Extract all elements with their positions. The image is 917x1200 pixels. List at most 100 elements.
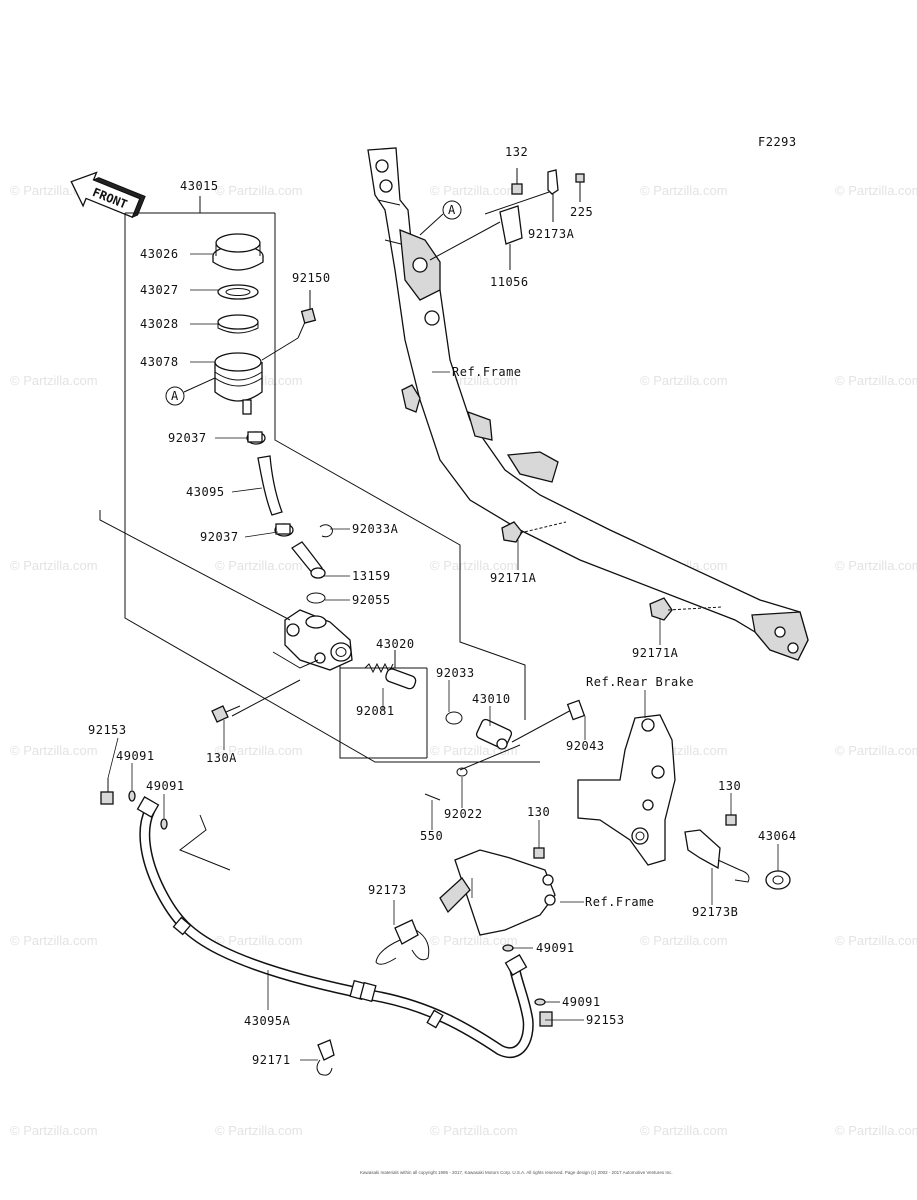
watermark-text: © Partzilla.com	[10, 933, 98, 948]
marker-a-right: A	[442, 200, 462, 220]
o-ring-part	[306, 592, 326, 604]
label-43078: 43078	[140, 355, 179, 369]
watermark-text: © Partzilla.com	[640, 1123, 728, 1138]
copyright-text: Kawasaki materials within all copyright …	[360, 1170, 673, 1175]
bracket-92173B-part	[684, 829, 721, 870]
label-49091-3: 49091	[536, 941, 575, 955]
banjo-bolt-lower-part	[539, 1011, 553, 1027]
label-ref-rear-brake: Ref.Rear Brake	[586, 675, 694, 689]
watermark-text: © Partzilla.com	[215, 743, 303, 758]
label-92033: 92033	[436, 666, 475, 680]
watermark-text: © Partzilla.com	[640, 373, 728, 388]
watermark-text: © Partzilla.com	[430, 1123, 518, 1138]
label-92055: 92055	[352, 593, 391, 607]
label-92037-upper: 92037	[168, 431, 207, 445]
brake-hose-part	[139, 807, 534, 1059]
watermark-text: © Partzilla.com	[835, 1123, 917, 1138]
label-43015: 43015	[180, 179, 219, 193]
label-43095A: 43095A	[244, 1014, 291, 1028]
diaphragm-part	[217, 284, 259, 300]
watermark-text: © Partzilla.com	[835, 558, 917, 573]
fitting-13159-part	[291, 541, 323, 576]
label-92173A: 92173A	[528, 227, 575, 241]
frame-part	[367, 147, 809, 661]
circlip-92033A-part	[319, 524, 333, 538]
watermark-text: © Partzilla.com	[430, 558, 518, 573]
bolt-92150-part	[297, 307, 317, 339]
clip-92171A-upper-part	[501, 521, 523, 543]
cotter-pin-part	[424, 793, 441, 801]
watermark-text: © Partzilla.com	[835, 743, 917, 758]
leader-lines	[107, 253, 779, 1061]
label-43027: 43027	[140, 283, 179, 297]
label-ref-frame-lower: Ref.Frame	[585, 895, 655, 909]
label-550: 550	[420, 829, 443, 843]
pin-92043-part	[566, 699, 586, 721]
banjo-lower-part	[504, 954, 528, 976]
label-43064: 43064	[758, 829, 797, 843]
label-43095: 43095	[186, 485, 225, 499]
svg-text:A: A	[448, 203, 456, 217]
label-92153-upper: 92153	[88, 723, 127, 737]
circlip-92033-part	[445, 711, 463, 725]
watermark-text: © Partzilla.com	[430, 743, 518, 758]
watermark-text: © Partzilla.com	[835, 373, 917, 388]
clip-92171-part	[316, 1039, 335, 1076]
label-92173: 92173	[368, 883, 407, 897]
label-92153-lower: 92153	[586, 1013, 625, 1027]
label-49091-1: 49091	[116, 749, 155, 763]
bolt-132-part	[511, 183, 523, 195]
bracket-11056-part	[499, 205, 523, 270]
marker-a-left: A	[165, 386, 185, 406]
label-92043: 92043	[566, 739, 605, 753]
label-130-center: 130	[527, 805, 550, 819]
watermark-text: © Partzilla.com	[835, 183, 917, 198]
label-92171A-lower: 92171A	[632, 646, 679, 660]
label-ref-frame-upper: Ref.Frame	[452, 365, 522, 379]
label-132: 132	[505, 145, 528, 159]
reservoir-hose-part	[257, 455, 283, 516]
watermark-text: © Partzilla.com	[430, 933, 518, 948]
diagram-code: F2293	[758, 135, 797, 149]
reservoir-cap-part	[212, 233, 264, 271]
banjo-upper-part	[136, 796, 160, 818]
svg-text:A: A	[171, 389, 179, 403]
piston-spring-part	[364, 662, 417, 690]
gasket-3-part	[502, 944, 514, 952]
gasket-4-part	[534, 998, 546, 1006]
label-43028: 43028	[140, 317, 179, 331]
gasket-2-part	[160, 818, 168, 830]
label-92033A: 92033A	[352, 522, 399, 536]
label-92022: 92022	[444, 807, 483, 821]
watermark-text: © Partzilla.com	[430, 183, 518, 198]
label-130A: 130A	[206, 751, 237, 765]
plate-part	[217, 314, 259, 334]
collar-43064-part	[765, 870, 791, 890]
label-43026: 43026	[140, 247, 179, 261]
gasket-1-part	[128, 790, 136, 802]
clamp-92173A-part	[547, 169, 559, 195]
group-bracket-line	[124, 213, 540, 763]
watermark-text: © Partzilla.com	[10, 743, 98, 758]
label-92037-lower: 92037	[200, 530, 239, 544]
bolt-130-center-part	[533, 847, 545, 859]
label-13159: 13159	[352, 569, 391, 583]
label-92171A-upper: 92171A	[490, 571, 537, 585]
washer-part	[456, 767, 468, 777]
label-49091-4: 49091	[562, 995, 601, 1009]
watermark-text: © Partzilla.com	[215, 558, 303, 573]
bolt-130A-part	[211, 705, 241, 723]
label-11056: 11056	[490, 275, 529, 289]
label-92171: 92171	[252, 1053, 291, 1067]
part-labels: 43015 43026 43027 43028 43078 92150 9203…	[88, 145, 797, 1067]
bolt-225-part	[575, 173, 585, 183]
watermark-text: © Partzilla.com	[215, 933, 303, 948]
label-43010: 43010	[472, 692, 511, 706]
watermark-text: © Partzilla.com	[640, 183, 728, 198]
banjo-bolt-upper-part	[100, 778, 114, 805]
label-92150: 92150	[292, 271, 331, 285]
watermark-text: © Partzilla.com	[215, 1123, 303, 1138]
label-49091-2: 49091	[146, 779, 185, 793]
